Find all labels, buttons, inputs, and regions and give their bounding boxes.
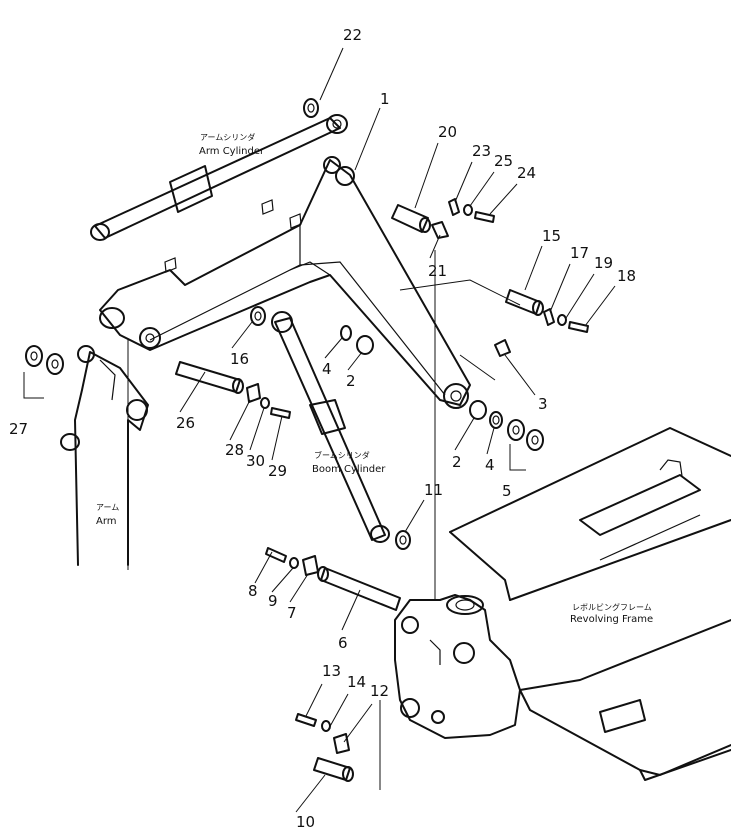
label-revolving-frame-en: Revolving Frame [570,614,653,625]
callout-2: 2 [452,453,462,471]
callout-2: 2 [346,372,356,390]
callout-13: 13 [322,662,341,680]
plate-17 [543,308,555,326]
boom [99,156,471,409]
label-revolving-frame: レボルビングフレーム Revolving Frame [570,602,653,625]
arm [60,345,149,566]
callout-7: 7 [287,604,297,622]
callout-6: 6 [338,634,348,652]
label-arm-cylinder: アームシリンダ Arm Cylinder [199,132,265,157]
plate-23 [448,198,460,216]
bolt-24 [474,211,495,223]
callout-24: 24 [517,164,536,182]
washer-19 [557,314,567,326]
washer-22 [303,98,319,118]
washer-25 [463,204,473,216]
callout-30: 30 [246,452,265,470]
plate-21 [431,221,449,239]
arm-cylinder [90,114,348,241]
bolt-13 [295,713,317,727]
leader-lines [127,47,616,813]
callout-1: 1 [380,90,390,108]
bolt-18 [568,321,589,333]
callout-26: 26 [176,414,195,432]
callout-4: 4 [322,360,332,378]
label-arm: アーム Arm [96,503,119,527]
callout-numbers: 1223445678910111213141516171819202122232… [9,26,636,830]
callout-27: 27 [9,420,28,438]
plate-7 [302,555,319,576]
bolt-8 [265,547,287,563]
boom-cylinder [271,311,390,543]
washers-27 [23,345,64,399]
callout-10: 10 [296,813,315,830]
pin-20 [391,204,431,233]
callout-17: 17 [570,244,589,262]
plate-28 [246,383,261,403]
callout-4: 4 [485,456,495,474]
label-arm-cylinder-jp: アームシリンダ [200,132,255,142]
callout-9: 9 [268,592,278,610]
bushing-4-upper [340,325,352,341]
label-arm-en: Arm [96,516,117,527]
washer-11 [395,530,411,550]
label-boom-cylinder-en: Boom Cylinder [312,464,386,475]
washer-9 [289,557,299,569]
callout-5: 5 [502,482,512,500]
washer-30 [260,397,270,409]
callout-18: 18 [617,267,636,285]
callout-12: 12 [370,682,389,700]
grease-fitting-3 [494,339,511,357]
callout-14: 14 [347,673,366,691]
pin-26 [175,361,244,394]
washers-5 [507,419,544,471]
callout-3: 3 [538,395,548,413]
callout-16: 16 [230,350,249,368]
callout-23: 23 [472,142,491,160]
callout-29: 29 [268,462,287,480]
label-boom-cylinder-jp: ブームシリンダ [314,450,370,460]
callout-21: 21 [428,262,447,280]
callout-22: 22 [343,26,362,44]
pin-6 [317,566,401,611]
callout-20: 20 [438,123,457,141]
callout-8: 8 [248,582,258,600]
callout-15: 15 [542,227,561,245]
callout-25: 25 [494,152,513,170]
label-arm-cylinder-en: Arm Cylinder [199,146,265,157]
callout-11: 11 [424,481,443,499]
callout-28: 28 [225,441,244,459]
plate-12 [333,733,350,754]
bolt-29 [270,407,291,419]
label-arm-jp: アーム [96,503,119,512]
bushing-2-upper [356,335,374,355]
bushing-4-lower [489,411,503,429]
label-boom-cylinder: ブームシリンダ Boom Cylinder [312,450,386,475]
bushing-2-lower [469,400,487,420]
washer-16 [250,306,266,326]
boom-foot-bracket [394,594,521,739]
callout-19: 19 [594,254,613,272]
pin-10 [313,757,354,782]
pin-15 [505,289,544,316]
revolving-frame [449,427,731,781]
label-revolving-frame-jp: レボルビングフレーム [572,602,652,612]
